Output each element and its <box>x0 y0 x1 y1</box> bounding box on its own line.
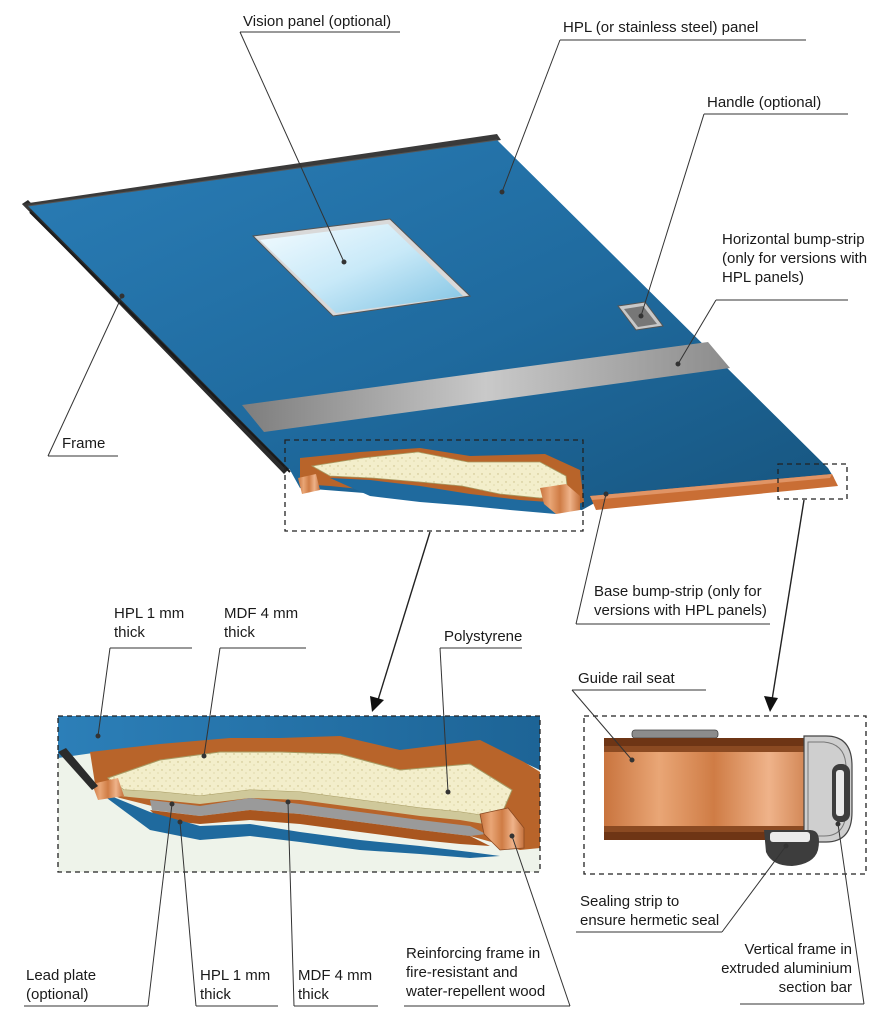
cutaway-detail <box>57 715 541 873</box>
leader-lines <box>24 31 865 1007</box>
label-vision-panel: Vision panel (optional) <box>243 13 392 30</box>
horizontal-bump-strip <box>242 342 730 432</box>
label-line: MDF 4 mm <box>224 605 299 622</box>
label-guide-rail-seat: Guide rail seat <box>578 670 675 687</box>
label-mdf-4mm-top: MDF 4 mm thick <box>224 604 298 642</box>
door-cutaway <box>298 448 584 514</box>
label-vertical-frame: Vertical frame in extruded aluminium sec… <box>714 940 852 997</box>
label-line: water-repellent wood <box>406 983 546 1000</box>
arrow-to-corner <box>764 696 778 712</box>
label-line: HPL panels) <box>722 269 804 286</box>
label-line: thick <box>114 624 145 641</box>
label-lead-plate: Lead plate (optional) <box>26 966 96 1004</box>
label-line: HPL 1 mm <box>200 967 271 984</box>
label-reinforcing-frame: Reinforcing frame in fire-resistant and … <box>406 944 545 1001</box>
label-line: MDF 4 mm <box>298 967 373 984</box>
arrow-to-cutaway <box>370 696 384 712</box>
label-frame: Frame <box>62 435 106 452</box>
label-line: Reinforcing frame in <box>406 945 541 962</box>
label-line: thick <box>224 624 255 641</box>
frame-section-detail <box>583 715 867 875</box>
vision-panel-glass <box>260 224 463 313</box>
label-mdf-4mm-bottom: MDF 4 mm thick <box>298 966 372 1004</box>
label-line: Vertical frame in <box>744 941 852 958</box>
label-line: Horizontal bump-strip <box>722 231 865 248</box>
label-line: versions with HPL panels) <box>594 602 767 619</box>
label-line: fire-resistant and <box>406 964 518 981</box>
label-line: Base bump-strip (only for <box>594 583 762 600</box>
label-polystyrene: Polystyrene <box>444 628 523 645</box>
label-hpl-panel: HPL (or stainless steel) panel <box>563 19 759 36</box>
door-main-view <box>22 134 848 712</box>
label-line: thick <box>200 986 231 1003</box>
label-line: Sealing strip to <box>580 893 680 910</box>
label-line: (only for versions with <box>722 250 868 267</box>
label-line: extruded aluminium <box>721 960 852 977</box>
cutaway-detail-box <box>57 715 541 873</box>
label-line: (optional) <box>26 986 89 1003</box>
label-sealing-strip: Sealing strip to ensure hermetic seal <box>580 892 719 930</box>
label-hpl-1mm-top: HPL 1 mm thick <box>114 604 184 642</box>
label-line: thick <box>298 986 329 1003</box>
label-line: ensure hermetic seal <box>580 912 720 929</box>
label-hpl-1mm-bottom: HPL 1 mm thick <box>200 966 270 1004</box>
label-handle: Handle (optional) <box>707 94 822 111</box>
label-horizontal-bump-strip: Horizontal bump-strip (only for versions… <box>722 230 867 287</box>
label-line: section bar <box>778 979 852 996</box>
door-panel <box>28 140 834 510</box>
cutaway-callout-box <box>284 439 584 532</box>
base-bump-strip <box>590 474 838 510</box>
frame-detail-box <box>583 715 867 875</box>
label-base-bump-strip: Base bump-strip (only for versions with … <box>594 582 767 620</box>
corner-callout-box <box>777 463 848 500</box>
label-line: Lead plate <box>26 967 97 984</box>
label-line: HPL 1 mm <box>114 605 185 622</box>
